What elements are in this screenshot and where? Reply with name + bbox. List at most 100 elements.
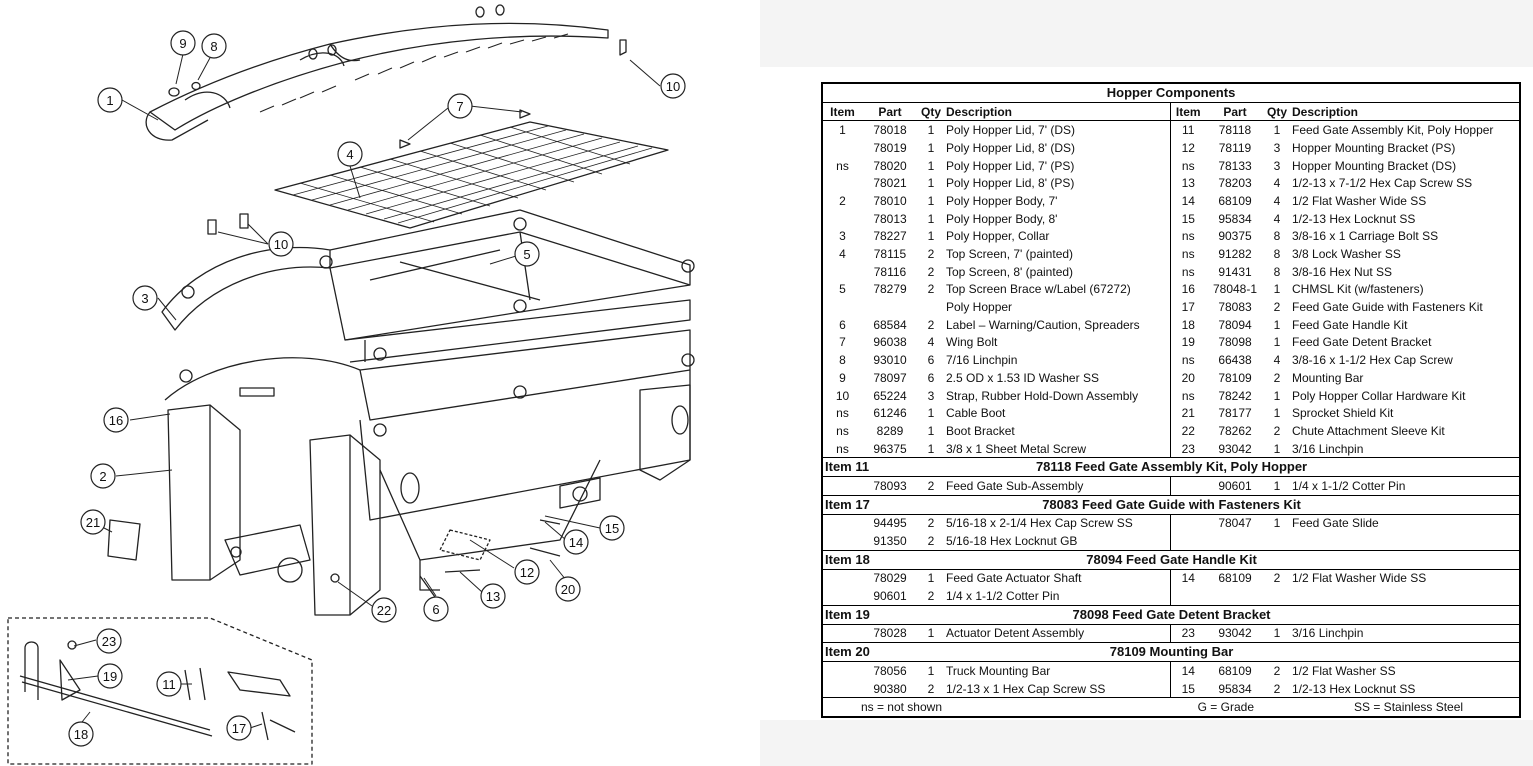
kit-section-title: 78098 Feed Gate Detent Bracket xyxy=(918,604,1521,625)
cell-item-right: ns xyxy=(1181,158,1195,173)
cell-item-left: 8 xyxy=(839,353,846,368)
cell-part-right: 78119 xyxy=(1218,140,1252,155)
cell-qty-left: 1 xyxy=(927,663,935,678)
cell-item-left xyxy=(822,624,862,643)
cell-qty-right: 8 xyxy=(1273,229,1281,244)
cell-qty-left: 1 xyxy=(927,571,935,586)
cell-qty-right: 1 xyxy=(1273,478,1281,493)
cell-qty-right: 1 xyxy=(1273,406,1281,421)
cell-qty-right xyxy=(1264,587,1290,605)
cell-description-left: Cable Boot xyxy=(944,404,1171,423)
callout-5: 5 xyxy=(523,247,530,262)
cell-description-right: Poly Hopper Collar Hardware Kit xyxy=(1292,388,1466,403)
cell-part-left: 90601 xyxy=(873,589,907,604)
callout-21: 21 xyxy=(86,515,100,530)
callout-14: 14 xyxy=(569,535,583,550)
cell-part-left: 78056 xyxy=(873,663,907,678)
cell-part-right: 68109 xyxy=(1218,193,1252,208)
callout-6: 6 xyxy=(432,602,439,617)
cell-part-right: 78133 xyxy=(1218,158,1252,173)
cell-description-right: Chute Attachment Sleeve Kit xyxy=(1292,423,1445,438)
cell-part-right: 95834 xyxy=(1218,211,1252,226)
cell-description-left: Top Screen, 7' (painted) xyxy=(944,245,1171,263)
cell-description-left: Actuator Detent Assembly xyxy=(944,624,1171,643)
cell-qty-left: 2 xyxy=(927,478,935,493)
cell-item-right: 23 xyxy=(1181,626,1195,641)
legend-not-shown: ns = not shown xyxy=(822,697,944,718)
column-header: Qty xyxy=(918,102,944,122)
cell-qty-right: 1 xyxy=(1273,626,1281,641)
cell-description-right xyxy=(1290,587,1520,605)
cell-part-right: 78098 xyxy=(1218,335,1252,350)
cell-qty-left: 1 xyxy=(927,626,935,641)
cell-item-right: 19 xyxy=(1181,335,1195,350)
cell-part-right: 95834 xyxy=(1218,681,1252,696)
callout-4: 4 xyxy=(346,147,353,162)
cell-item-left xyxy=(822,587,862,605)
cell-description-left: 1/4 x 1-1/2 Cotter Pin xyxy=(944,587,1171,606)
callout-9: 9 xyxy=(179,36,186,51)
top-screen xyxy=(274,121,669,229)
cell-part-right: 91431 xyxy=(1218,264,1252,279)
cell-item-left xyxy=(822,263,862,281)
cell-description-left: 3/8 x 1 Sheet Metal Screw xyxy=(944,439,1171,458)
callout-7: 7 xyxy=(456,99,463,114)
cell-part-left: 78028 xyxy=(873,626,907,641)
cell-part-left: 93010 xyxy=(873,353,907,368)
cell-item-right xyxy=(1170,587,1206,605)
cell-qty-left: 2 xyxy=(927,264,935,279)
cell-qty-right: 3 xyxy=(1273,158,1281,173)
callout-20: 20 xyxy=(561,582,575,597)
cell-item-right: ns xyxy=(1181,353,1195,368)
cell-description-left: Poly Hopper, Collar xyxy=(944,227,1171,246)
callout-10-top: 10 xyxy=(666,79,680,94)
callout-12: 12 xyxy=(520,565,534,580)
cell-part-right: 78262 xyxy=(1218,423,1252,438)
cell-item-right: 14 xyxy=(1181,571,1195,586)
column-header: Part xyxy=(862,102,918,122)
cell-part-left: 96038 xyxy=(873,335,907,350)
cell-item-right: 15 xyxy=(1181,211,1195,226)
cell-qty-right xyxy=(1264,532,1290,550)
column-header: Description xyxy=(1290,102,1521,122)
kit-section-title: 78109 Mounting Bar xyxy=(918,642,1521,662)
cell-item-left: ns xyxy=(836,423,849,438)
cell-description-left: Wing Bolt xyxy=(944,333,1171,352)
cell-part-right: 93042 xyxy=(1218,441,1252,456)
cell-qty-left: 1 xyxy=(927,140,935,155)
cell-item-right: 20 xyxy=(1181,370,1195,385)
cell-part-left: 94495 xyxy=(873,516,907,531)
hopper-drawing xyxy=(7,4,695,765)
cell-item-right: 11 xyxy=(1182,123,1195,138)
cell-description-left: Poly Hopper Lid, 7' (DS) xyxy=(944,120,1171,140)
cell-qty-left: 1 xyxy=(927,423,935,438)
leader-lines xyxy=(67,53,661,729)
cell-qty-right: 8 xyxy=(1273,247,1281,262)
cell-part-left: 78029 xyxy=(873,571,907,586)
cell-part-right xyxy=(1206,532,1264,550)
cell-item-left: 6 xyxy=(839,317,846,332)
cell-description-right: 1/4 x 1-1/2 Cotter Pin xyxy=(1292,478,1406,493)
cell-item-right: ns xyxy=(1181,247,1195,262)
cell-qty-left: 6 xyxy=(927,353,935,368)
cell-description-left: 2.5 OD x 1.53 ID Washer SS xyxy=(944,369,1171,387)
cell-description-right: CHMSL Kit (w/fasteners) xyxy=(1292,282,1424,297)
cell-qty-left: 1 xyxy=(927,176,935,191)
cell-part-left: 78279 xyxy=(873,282,907,297)
cell-qty-right: 3 xyxy=(1273,140,1281,155)
cell-part-right: 68109 xyxy=(1218,663,1252,678)
cell-item-left: 5 xyxy=(839,282,846,297)
cell-part-right: 78177 xyxy=(1218,406,1252,421)
callout-17: 17 xyxy=(232,721,246,736)
cell-item-left xyxy=(822,174,862,192)
